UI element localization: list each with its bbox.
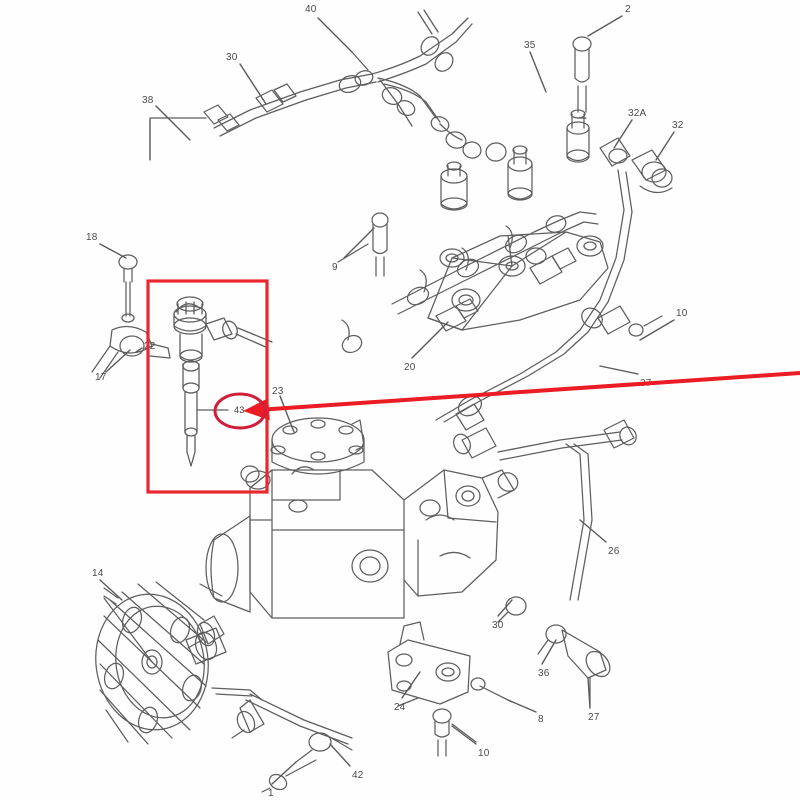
support-bracket xyxy=(427,231,609,331)
callout-label-32A: 32A xyxy=(628,108,647,119)
callout-label-40: 40 xyxy=(305,4,317,15)
timing-gear xyxy=(95,581,227,745)
return-line-right xyxy=(435,169,633,431)
callout-label-32: 32 xyxy=(672,120,684,131)
fuel-line-harness xyxy=(149,9,473,161)
callout-label-17: 17 xyxy=(95,372,107,383)
mount-plate xyxy=(387,621,513,757)
callout-label-14: 14 xyxy=(92,568,104,579)
callout-label-10: 10 xyxy=(478,748,490,759)
pump-rear-head xyxy=(403,469,519,597)
highlighted-part-number: 43 xyxy=(234,405,245,415)
fuel-injector-part-43 xyxy=(173,296,273,467)
injection-pump-body xyxy=(187,417,405,649)
callout-label-23: 23 xyxy=(272,386,284,397)
callout-label-26: 26 xyxy=(608,546,620,557)
bracket-fitting-10 xyxy=(597,305,663,337)
bottom-left-bolts xyxy=(231,693,353,793)
callout-label-9: 9 xyxy=(332,262,338,273)
callout-label-22: 22 xyxy=(144,341,156,352)
callout-label-30: 30 xyxy=(226,52,238,63)
callout-label-36: 36 xyxy=(538,668,550,679)
right-fittings xyxy=(599,137,673,194)
callout-label-10: 10 xyxy=(676,308,688,319)
callout-label-8: 8 xyxy=(538,714,544,725)
harness-couplings xyxy=(203,36,507,162)
filter-canister xyxy=(440,161,468,211)
callout-label-1: 1 xyxy=(268,788,274,799)
callout-label-30: 30 xyxy=(492,620,504,631)
injector-clamp-left xyxy=(91,254,171,379)
callout-label-2: 2 xyxy=(625,4,631,15)
callout-label-20: 20 xyxy=(404,362,416,373)
fuel-gallery-rail xyxy=(341,211,599,341)
drive-cover-detail xyxy=(211,687,263,701)
callout-label-42: 42 xyxy=(352,770,364,781)
lower-right-linkage xyxy=(453,419,637,707)
callout-label-18: 18 xyxy=(86,232,98,243)
secondary-canister xyxy=(507,145,533,201)
callout-label-38: 38 xyxy=(142,95,154,106)
callout-label-37: 37 xyxy=(640,378,652,389)
callout-label-27: 27 xyxy=(588,712,600,723)
bolt-9 xyxy=(337,212,389,277)
callout-label-35: 35 xyxy=(524,40,536,51)
bolt-top-right xyxy=(572,36,592,119)
callout-label-24: 24 xyxy=(394,702,406,713)
